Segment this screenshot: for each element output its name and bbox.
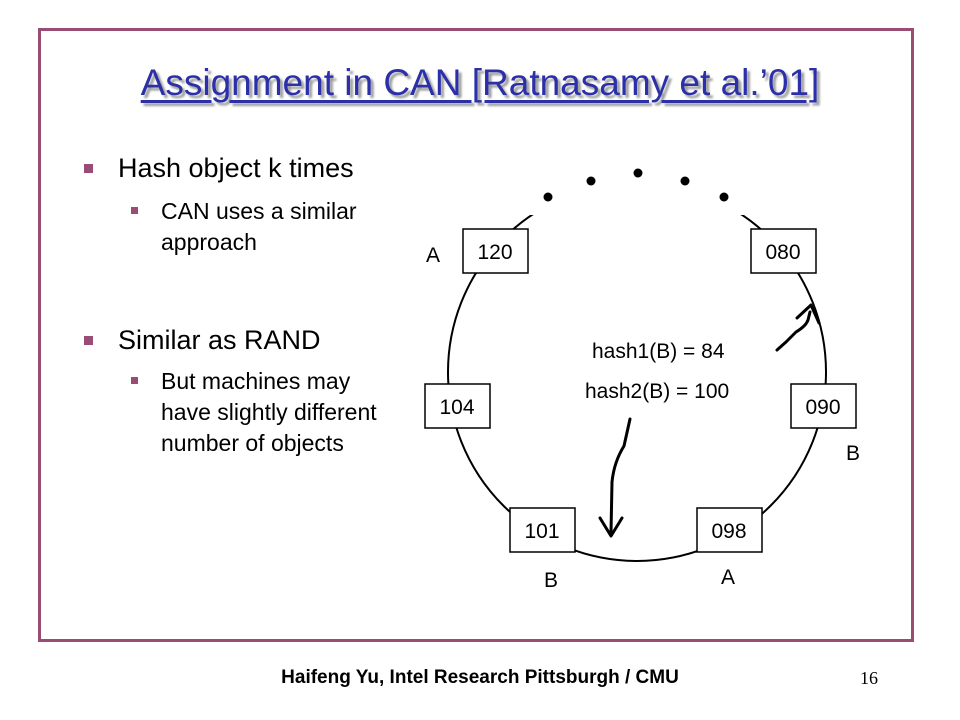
node-label: 104 bbox=[439, 396, 474, 419]
node-label: 090 bbox=[805, 396, 840, 419]
node-box: 101 bbox=[509, 507, 576, 553]
slide-title: Assignment in CAN [Ratnasamy et al.’01] bbox=[140, 62, 820, 103]
node-box: 090 bbox=[790, 383, 857, 429]
machine-label: B bbox=[846, 442, 860, 465]
page-number: 16 bbox=[860, 668, 878, 688]
hash2-label: hash2(B) = 100 bbox=[585, 380, 729, 403]
square-bullet-icon bbox=[131, 377, 138, 384]
node-label: 101 bbox=[524, 520, 559, 543]
sub-bullet-item: CAN uses a similar approach bbox=[131, 196, 384, 258]
ellipsis-dots bbox=[543, 168, 729, 202]
node-label: 098 bbox=[711, 520, 746, 543]
hash2-arrow bbox=[598, 417, 632, 538]
sub-bullet-text: CAN uses a similar approach bbox=[161, 198, 357, 255]
square-bullet-icon bbox=[84, 164, 93, 173]
machine-label: A bbox=[426, 244, 440, 267]
machine-label: B bbox=[544, 569, 558, 592]
bullet-item: Hash object k times bbox=[84, 152, 384, 184]
bullet-list: Hash object k times CAN uses a similar a… bbox=[84, 152, 384, 459]
slide-frame bbox=[38, 28, 914, 642]
node-box: 104 bbox=[424, 383, 491, 429]
machine-label: A bbox=[721, 566, 735, 589]
node-box: 120 bbox=[462, 228, 529, 274]
bullet-item: Similar as RAND bbox=[84, 324, 384, 356]
bullet-text: Similar as RAND bbox=[118, 325, 321, 355]
sub-bullet-item: But machines may have slightly different… bbox=[131, 366, 384, 459]
square-bullet-icon bbox=[131, 207, 138, 214]
hash1-label: hash1(B) = 84 bbox=[592, 340, 725, 363]
footer-credit: Haifeng Yu, Intel Research Pittsburgh / … bbox=[281, 667, 679, 688]
node-label: 120 bbox=[477, 241, 512, 264]
square-bullet-icon bbox=[84, 336, 93, 345]
node-box: 080 bbox=[750, 228, 817, 274]
bullet-text: Hash object k times bbox=[118, 153, 354, 183]
node-label: 080 bbox=[765, 241, 800, 264]
hash1-arrow bbox=[775, 303, 821, 352]
sub-bullet-text: But machines may have slightly different… bbox=[161, 368, 377, 456]
node-box: 098 bbox=[696, 507, 763, 553]
